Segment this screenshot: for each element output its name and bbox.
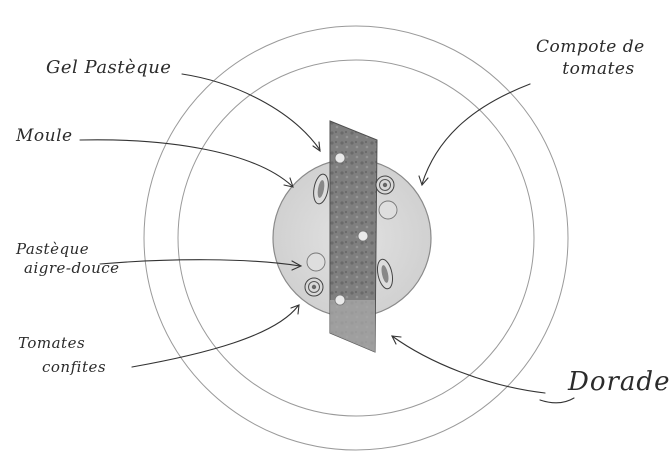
dorade-fillet-tail [330,300,375,352]
gel-dot [335,295,345,305]
label-pasteque-line1: Pastèque [16,240,120,259]
dorade-underline-swash [540,398,574,403]
arrow-gel [182,74,320,150]
label-gel-pasteque: Gel Pastèque [46,58,171,78]
label-tomates-confites: Tomates confites [18,331,106,379]
label-dorade-text: Dorade [568,372,670,392]
watermelon-piece [379,201,397,219]
label-moule: Moule [16,126,73,146]
arrow-dorade [392,336,545,393]
label-pasteque-aigre-douce: Pastèque aigre-douce [16,240,120,278]
arrow-gel-head [313,142,320,151]
confit-tomato [376,176,394,194]
confit-tomato [305,278,323,296]
label-tomates-line1: Tomates [18,331,106,355]
label-tomates-line2: confites [18,355,106,379]
gel-dot [335,153,345,163]
arrow-pasteque [100,260,300,266]
label-gel-pasteque-text: Gel Pastèque [46,58,171,78]
arrow-tomates [132,306,298,367]
label-dorade: Dorade [568,372,670,392]
label-compote-line1: Compote de [536,36,645,58]
label-compote-line2: tomates [536,58,645,80]
label-pasteque-line2: aigre-douce [16,259,120,278]
arrow-compote [422,84,530,184]
watermelon-piece [307,253,325,271]
label-moule-text: Moule [16,126,73,146]
gel-dot [358,231,368,241]
arrow-moule [80,140,292,186]
label-compote-de-tomates: Compote de tomates [536,36,645,80]
